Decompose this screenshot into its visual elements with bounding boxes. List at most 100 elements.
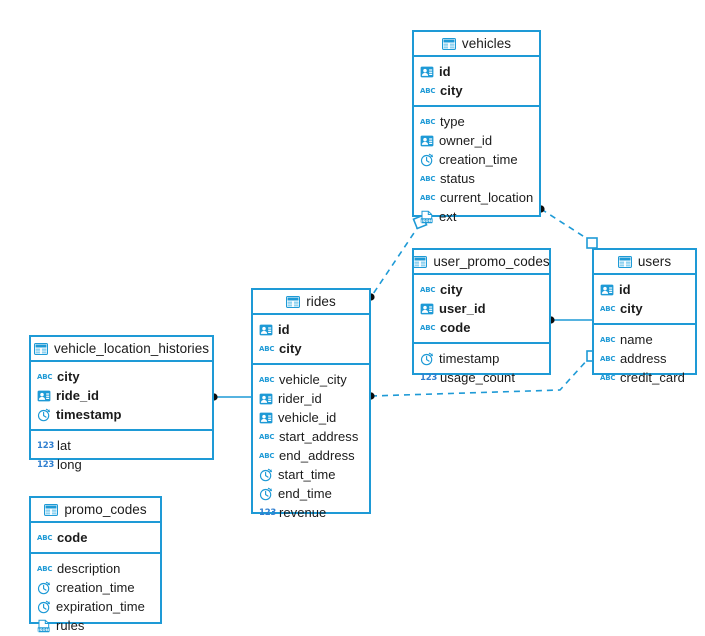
abc-icon: ABC [600,373,616,382]
field-row[interactable]: ABC city [594,299,695,318]
entity-name: vehicle_location_histories [53,341,210,356]
field-name: user_id [439,301,486,316]
clock-icon [420,352,434,366]
number-icon: 123 [37,459,55,470]
field-row[interactable]: timestamp [414,349,549,368]
entity-title-rides[interactable]: rides [253,290,369,315]
entity-title-vehicle_location_histories[interactable]: vehicle_location_histories [31,337,212,362]
abc-icon: ABC [600,354,616,363]
field-name: start_time [278,467,336,482]
field-name: usage_count [440,370,516,385]
field-name: description [57,561,121,576]
field-row[interactable]: JSON rules [31,616,160,635]
field-name: type [440,114,465,129]
field-row[interactable]: id [414,62,539,81]
entity-title-vehicles[interactable]: vehicles [414,32,539,57]
field-row[interactable]: creation_time [31,578,160,597]
field-row[interactable]: ride_id [31,386,212,405]
key-id-icon [420,65,434,79]
field-row[interactable]: rider_id [253,389,369,408]
abc-icon: ABC [600,304,616,313]
field-row[interactable]: end_time [253,484,369,503]
json-icon: JSON [420,210,434,224]
field-row[interactable]: user_id [414,299,549,318]
field-row[interactable]: ABC description [31,559,160,578]
field-row[interactable]: creation_time [414,150,539,169]
field-row[interactable]: start_time [253,465,369,484]
table-icon [286,295,301,309]
field-name: ride_id [56,388,99,403]
abc-icon: ABC [37,564,53,573]
key-id-icon [259,411,273,425]
json-icon: JSON [37,619,51,633]
field-name: city [620,301,643,316]
entity-title-user_promo_codes[interactable]: user_promo_codes [413,250,550,275]
abc-icon: ABC [259,432,275,441]
field-name: city [279,341,302,356]
field-name: start_address [279,429,359,444]
field-row[interactable]: vehicle_id [253,408,369,427]
field-row[interactable]: owner_id [414,131,539,150]
relationship-rel-vlh-rides[interactable] [210,393,251,401]
columns-section: ABC description creation_time expiration_ti… [31,554,160,636]
field-name: name [620,332,653,347]
field-name: lat [57,438,71,453]
field-row[interactable]: timestamp [31,405,212,424]
relationship-rel-vehicles-users[interactable] [537,205,598,249]
field-row[interactable]: ABC start_address [253,427,369,446]
key-id-icon [600,283,614,297]
field-name: timestamp [56,407,122,422]
field-name: rider_id [278,391,322,406]
entity-name: users [637,254,672,269]
svg-text:JSON: JSON [420,218,432,223]
field-name: end_time [278,486,332,501]
field-name: city [440,282,463,297]
table-icon [44,503,59,517]
field-row[interactable]: expiration_time [31,597,160,616]
relationship-square-marker [586,237,598,249]
field-name: rules [56,618,85,633]
abc-icon: ABC [420,86,436,95]
relationship-rel-upc-users[interactable] [547,316,592,324]
entity-title-promo_codes[interactable]: promo_codes [31,498,160,523]
abc-icon: ABC [259,451,275,460]
field-name: timestamp [439,351,500,366]
field-name: city [57,369,80,384]
field-row[interactable]: id [253,320,369,339]
table-icon [33,342,48,356]
entity-title-users[interactable]: users [594,250,695,275]
field-name: expiration_time [56,599,145,614]
field-name: creation_time [439,152,518,167]
field-row[interactable]: id [594,280,695,299]
